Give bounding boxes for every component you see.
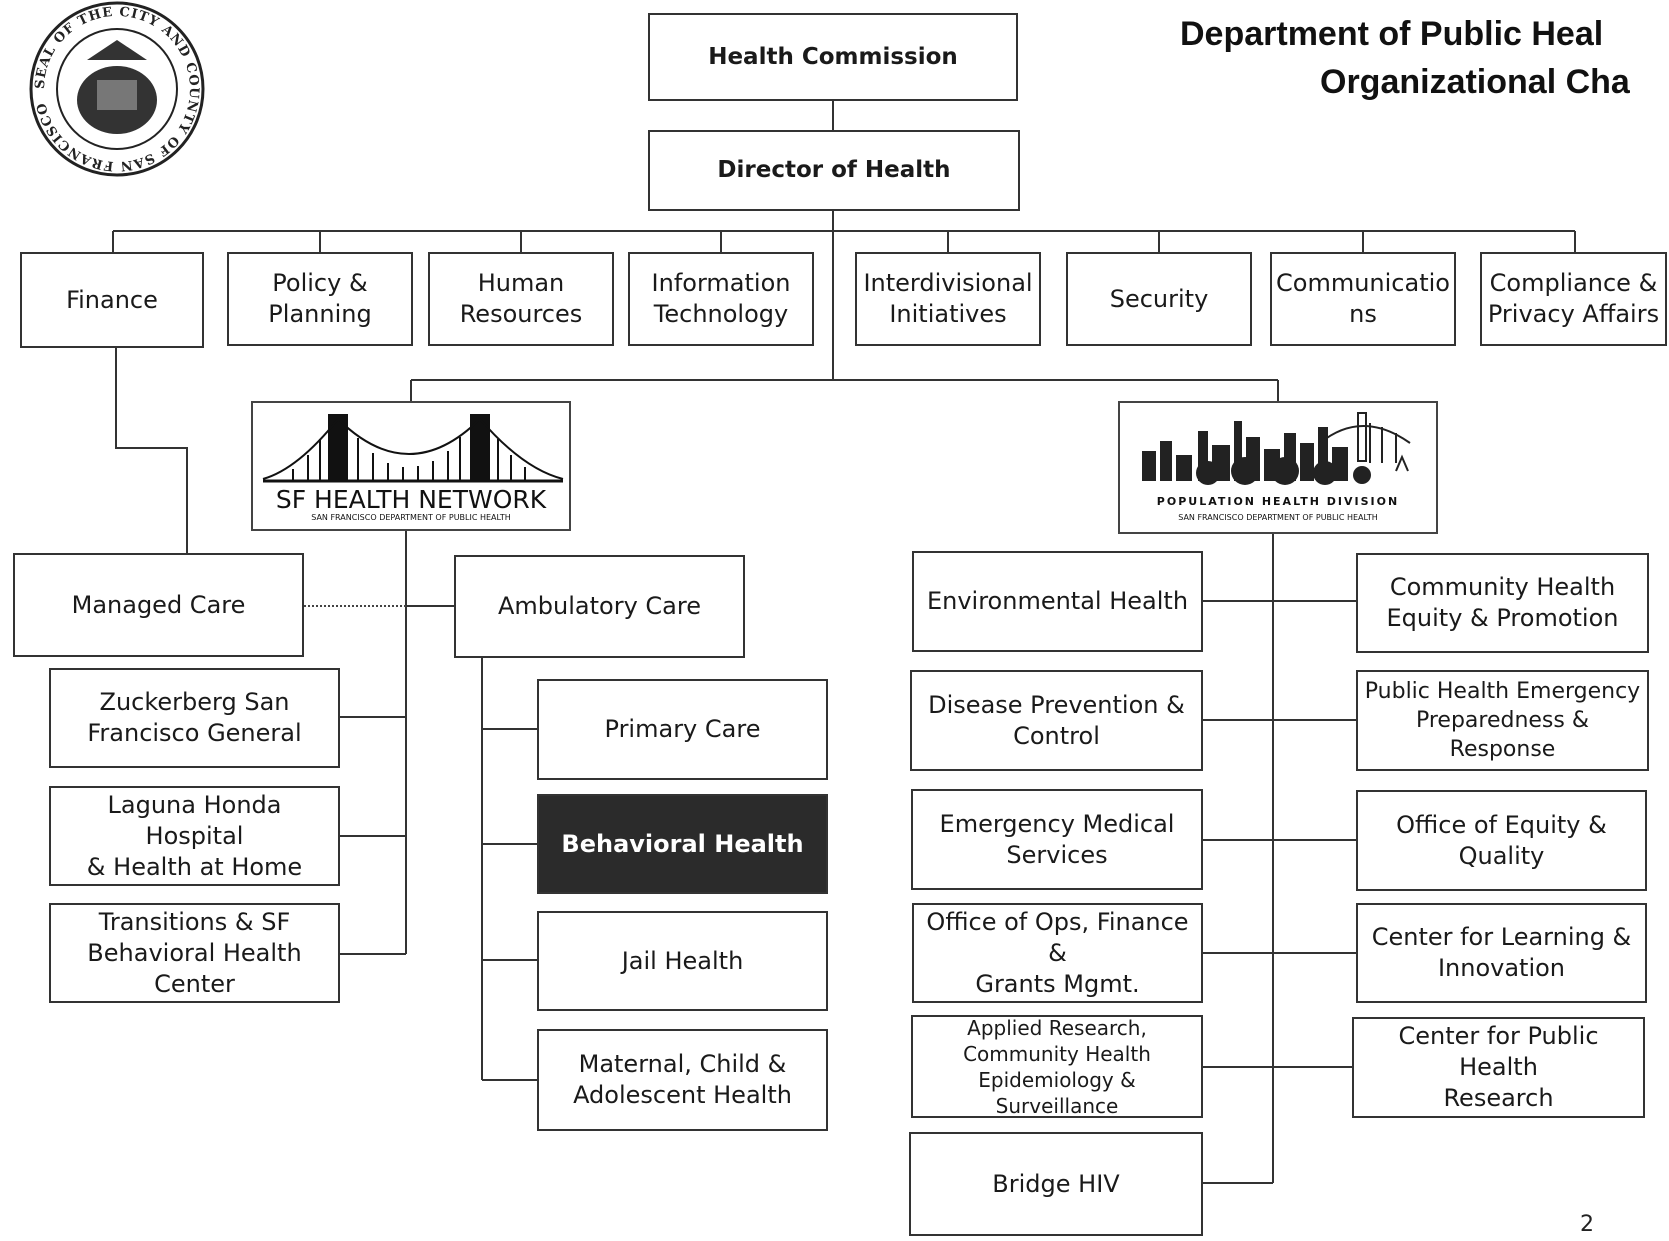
health-commission-box: Health Commission xyxy=(648,13,1018,101)
environmental-health-box: Environmental Health xyxy=(912,551,1203,652)
managed-care-box: Managed Care xyxy=(13,553,304,657)
office-equity-quality-box: Office of Equity & Quality xyxy=(1356,790,1647,891)
human-resources-box: Human Resources xyxy=(428,252,614,346)
community-health-equity-box: Community Health Equity & Promotion xyxy=(1356,553,1649,653)
center-public-health-research-box: Center for Public Health Research xyxy=(1352,1017,1645,1118)
laguna-honda-box: Laguna Honda Hospital & Health at Home xyxy=(49,786,340,886)
office-ops-finance-box: Office of Ops, Finance & Grants Mgmt. xyxy=(912,903,1203,1003)
maternal-child-adolescent-box: Maternal, Child & Adolescent Health xyxy=(537,1029,828,1131)
primary-care-box: Primary Care xyxy=(537,679,828,780)
compliance-privacy-box: Compliance & Privacy Affairs xyxy=(1480,252,1667,346)
center-learning-innovation-box: Center for Learning & Innovation xyxy=(1356,903,1647,1003)
city-skyline-icon xyxy=(1142,412,1411,485)
policy-planning-box: Policy & Planning xyxy=(227,252,413,346)
behavioral-health-box: Behavioral Health xyxy=(537,794,828,894)
applied-research-box: Applied Research, Community Health Epide… xyxy=(911,1015,1203,1118)
population-health-logo-subtitle: SAN FRANCISCO DEPARTMENT OF PUBLIC HEALT… xyxy=(1178,513,1378,522)
information-technology-box: Information Technology xyxy=(628,252,814,346)
public-health-emergency-box: Public Health Emergency Preparedness & R… xyxy=(1356,670,1649,771)
sf-health-network-logo-subtitle: SAN FRANCISCO DEPARTMENT OF PUBLIC HEALT… xyxy=(311,513,511,522)
director-of-health-box: Director of Health xyxy=(648,130,1020,211)
page-title-line1: Department of Public Heal xyxy=(1180,15,1604,53)
page-title-line2: Organizational Cha xyxy=(1320,63,1630,101)
emergency-medical-services-box: Emergency Medical Services xyxy=(911,789,1203,890)
bridge-hiv-box: Bridge HIV xyxy=(909,1132,1203,1236)
zuckerberg-sf-general-box: Zuckerberg San Francisco General xyxy=(49,668,340,768)
city-county-seal-icon: SEAL OF THE CITY AND COUNTY OF SAN FRANC… xyxy=(29,1,205,177)
golden-gate-bridge-icon xyxy=(262,414,564,483)
communications-box: Communicatio ns xyxy=(1270,252,1456,346)
sf-health-network-logo-title: SF HEALTH NETWORK xyxy=(275,485,547,514)
interdivisional-initiatives-box: Interdivisional Initiatives xyxy=(855,252,1041,346)
disease-prevention-box: Disease Prevention & Control xyxy=(910,670,1203,771)
population-health-logo-title: POPULATION HEALTH DIVISION xyxy=(1156,495,1400,508)
sf-health-network-logo: SF HEALTH NETWORK SAN FRANCISCO DEPARTME… xyxy=(251,401,571,531)
security-box: Security xyxy=(1066,252,1252,346)
page-number: 2 xyxy=(1580,1212,1594,1237)
transitions-sf-behavioral-box: Transitions & SF Behavioral Health Cente… xyxy=(49,903,340,1003)
population-health-division-logo: POPULATION HEALTH DIVISION SAN FRANCISCO… xyxy=(1118,401,1438,534)
ambulatory-care-box: Ambulatory Care xyxy=(454,555,745,658)
jail-health-box: Jail Health xyxy=(537,911,828,1011)
finance-box: Finance xyxy=(20,252,204,348)
